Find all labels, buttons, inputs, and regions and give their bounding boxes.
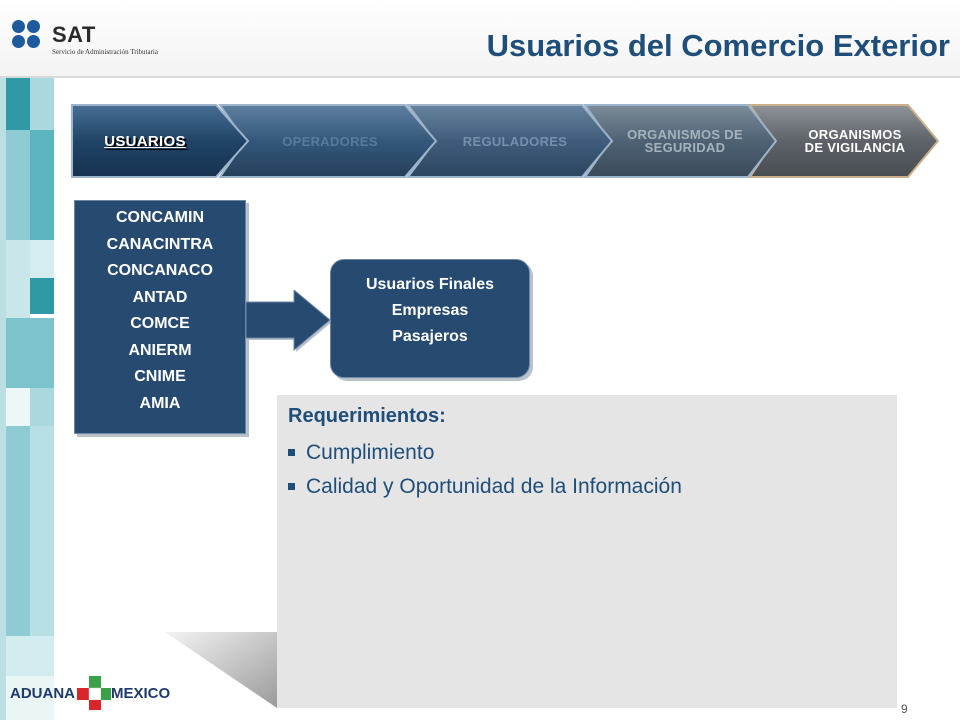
sat-dots-icon bbox=[12, 20, 48, 56]
requirements-title: Requerimientos: bbox=[288, 405, 446, 427]
final-user-item: Usuarios Finales bbox=[365, 276, 495, 293]
page-number: 9 bbox=[901, 702, 908, 716]
aduana-cross-icon bbox=[77, 676, 111, 710]
process-step-reguladores[interactable]: REGULADORES bbox=[462, 133, 568, 149]
header-divider bbox=[0, 76, 960, 78]
sat-logo-name: SAT bbox=[52, 22, 96, 47]
requirements-list: Cumplimiento Calidad y Oportunidad de la… bbox=[288, 439, 682, 507]
organization-item: CONCANACO bbox=[107, 262, 213, 279]
requirements-panel: Requerimientos: Cumplimiento Calidad y O… bbox=[277, 395, 897, 708]
final-user-item: Empresas bbox=[391, 302, 469, 319]
step-1-shape bbox=[71, 104, 250, 178]
page-title: Usuarios del Comercio Exterior bbox=[486, 28, 950, 63]
organization-item: CNIME bbox=[134, 368, 186, 385]
organization-item: ANIERM bbox=[128, 341, 192, 359]
requirement-text: Calidad y Oportunidad de la Información bbox=[306, 475, 682, 498]
final-users-box: Usuarios Finales Empresas Pasajeros bbox=[330, 259, 530, 378]
sat-logo-subtitle: Servicio de Administración Tributaria bbox=[52, 48, 158, 56]
organizations-list: CONCAMIN CANACINTRA CONCANACO ANTAD COMC… bbox=[75, 205, 245, 417]
process-step-usuarios[interactable]: USUARIOS bbox=[104, 132, 186, 150]
process-bar: USUARIOS OPERADORES REGULADORES ORGANISM… bbox=[70, 103, 950, 179]
process-step-organismos-vigilancia[interactable]: ORGANISMOS DE VIGILANCIA bbox=[804, 127, 906, 155]
slide-header: SAT Servicio de Administración Tributari… bbox=[0, 0, 960, 76]
sat-logo: SAT Servicio de Administración Tributari… bbox=[12, 20, 182, 60]
square-bullet-icon bbox=[288, 449, 295, 456]
flow-arrow bbox=[246, 290, 332, 352]
organization-item: AMIA bbox=[139, 394, 181, 412]
organization-item: CONCAMIN bbox=[116, 209, 204, 226]
panel-shadow bbox=[165, 632, 277, 708]
left-decorative-stripes bbox=[0, 78, 56, 720]
organization-item: CANACINTRA bbox=[106, 235, 214, 253]
requirement-text: Cumplimiento bbox=[306, 441, 435, 464]
process-step-operadores[interactable]: OPERADORES bbox=[282, 133, 378, 149]
requirement-item: Calidad y Oportunidad de la Información bbox=[288, 473, 682, 507]
organizations-box: CONCAMIN CANACINTRA CONCANACO ANTAD COMC… bbox=[74, 200, 246, 434]
aduana-logo-text: ADUANA bbox=[10, 685, 75, 702]
final-users-list: Usuarios Finales Empresas Pasajeros bbox=[331, 272, 529, 350]
requirement-item: Cumplimiento bbox=[288, 439, 682, 473]
process-step-organismos-seguridad[interactable]: ORGANISMOS DE SEGURIDAD bbox=[627, 127, 743, 155]
organization-item: COMCE bbox=[130, 315, 190, 332]
organization-item: ANTAD bbox=[132, 288, 188, 306]
mexico-logo-text: MEXICO bbox=[111, 685, 171, 702]
process-chevrons bbox=[71, 104, 940, 178]
square-bullet-icon bbox=[288, 483, 295, 490]
final-user-item: Pasajeros bbox=[392, 328, 468, 345]
aduana-mexico-logo: ADUANA MEXICO bbox=[10, 676, 170, 712]
